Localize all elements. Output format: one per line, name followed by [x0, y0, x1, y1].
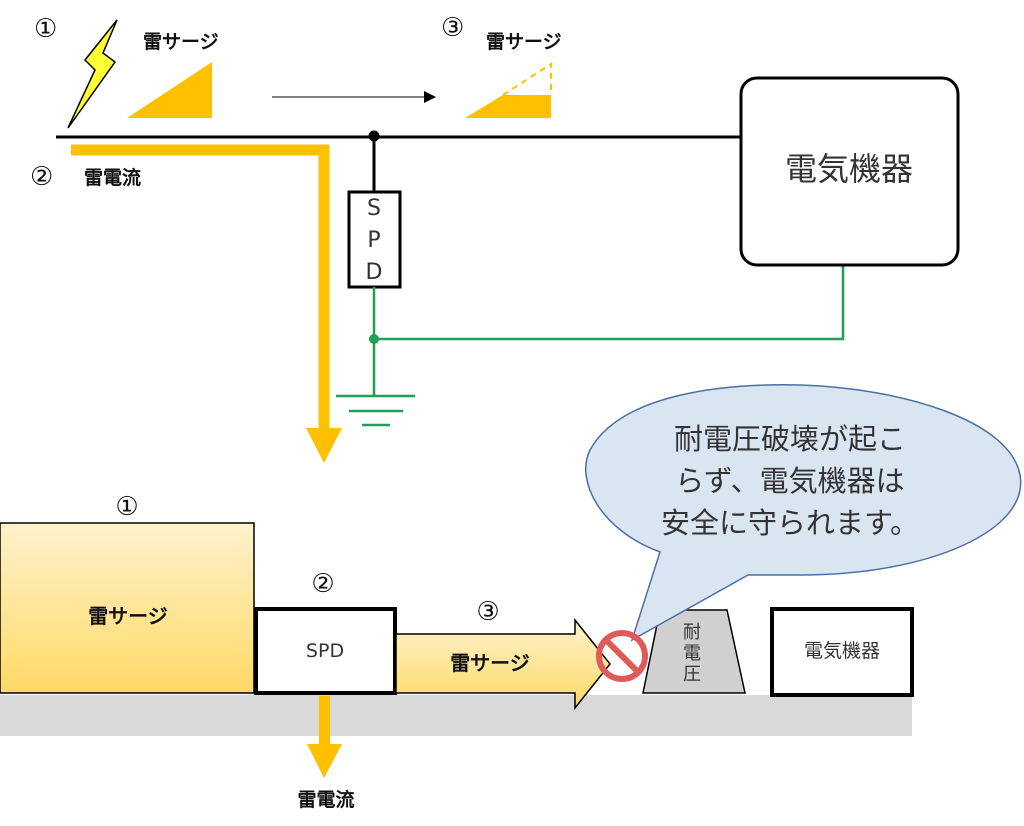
surge-block — [0, 522, 255, 694]
lightning-bolt-icon — [67, 19, 118, 129]
residual-surge-arrow — [395, 617, 611, 711]
residual-surge-label: 雷サージ — [450, 651, 530, 675]
top-step3-number: ③ — [441, 13, 464, 43]
surge-waveform-full — [127, 62, 212, 118]
spd-box-bottom — [254, 607, 397, 695]
lightning-current-arrowhead — [306, 428, 342, 463]
prohibited-icon — [596, 630, 648, 682]
top-step1-label: 雷サージ — [143, 31, 219, 53]
equipment-ground-wire — [374, 265, 845, 341]
withstand-voltage-shape — [642, 609, 746, 694]
withstand-char-3: 圧 — [683, 664, 701, 685]
callout-line-1: 耐電圧破壊が起こ — [674, 422, 906, 456]
spd-box-top — [347, 190, 402, 289]
callout-bubble: 耐電圧破壊が起こ らず、電気機器は 安全に守られます。 — [585, 384, 1022, 642]
callout-line-3: 安全に守られます。 — [661, 506, 919, 540]
base-platform — [0, 695, 912, 736]
top-step1-number: ① — [34, 14, 57, 44]
spd-letter-d: D — [366, 260, 383, 285]
surge-waveform-limited — [465, 95, 551, 118]
bottom-diagram: ① 雷サージ ② SPD 雷電流 ③ 雷サージ 耐 電 圧 耐電圧破壊が起こ ら… — [0, 384, 1022, 811]
withstand-char-2: 電 — [683, 643, 701, 664]
spd-box-label: SPD — [306, 640, 344, 662]
propagation-arrow-head — [424, 91, 436, 103]
bottom-step2-number: ② — [311, 569, 334, 599]
lightning-current-path — [71, 144, 330, 430]
electrical-equipment-box-bottom — [770, 607, 914, 697]
top-diagram: ① 雷サージ ③ 雷サージ ② 雷電流 S P D — [30, 13, 960, 463]
discharge-current-label: 雷電流 — [297, 788, 354, 811]
electrical-equipment-label: 電気機器 — [785, 150, 913, 188]
spd-letter-s: S — [367, 196, 381, 221]
top-step2-label: 雷電流 — [84, 166, 141, 189]
withstand-char-1: 耐 — [683, 622, 701, 643]
discharge-arrow-shaft — [319, 696, 330, 746]
electrical-equipment-box — [739, 76, 960, 267]
callout-line-2: らず、電気機器は — [675, 464, 904, 498]
surge-waveform-removed-outline — [502, 62, 552, 96]
bottom-step1-number: ① — [115, 492, 138, 522]
top-step2-number: ② — [30, 162, 53, 192]
surge-block-label: 雷サージ — [88, 604, 168, 628]
electrical-equipment-label-bottom: 電気機器 — [804, 640, 880, 662]
bottom-step3-number: ③ — [476, 597, 499, 627]
spd-letter-p: P — [367, 228, 380, 253]
top-step3-label: 雷サージ — [486, 31, 562, 53]
ground-symbol-icon — [336, 394, 415, 427]
discharge-arrowhead — [307, 744, 342, 778]
